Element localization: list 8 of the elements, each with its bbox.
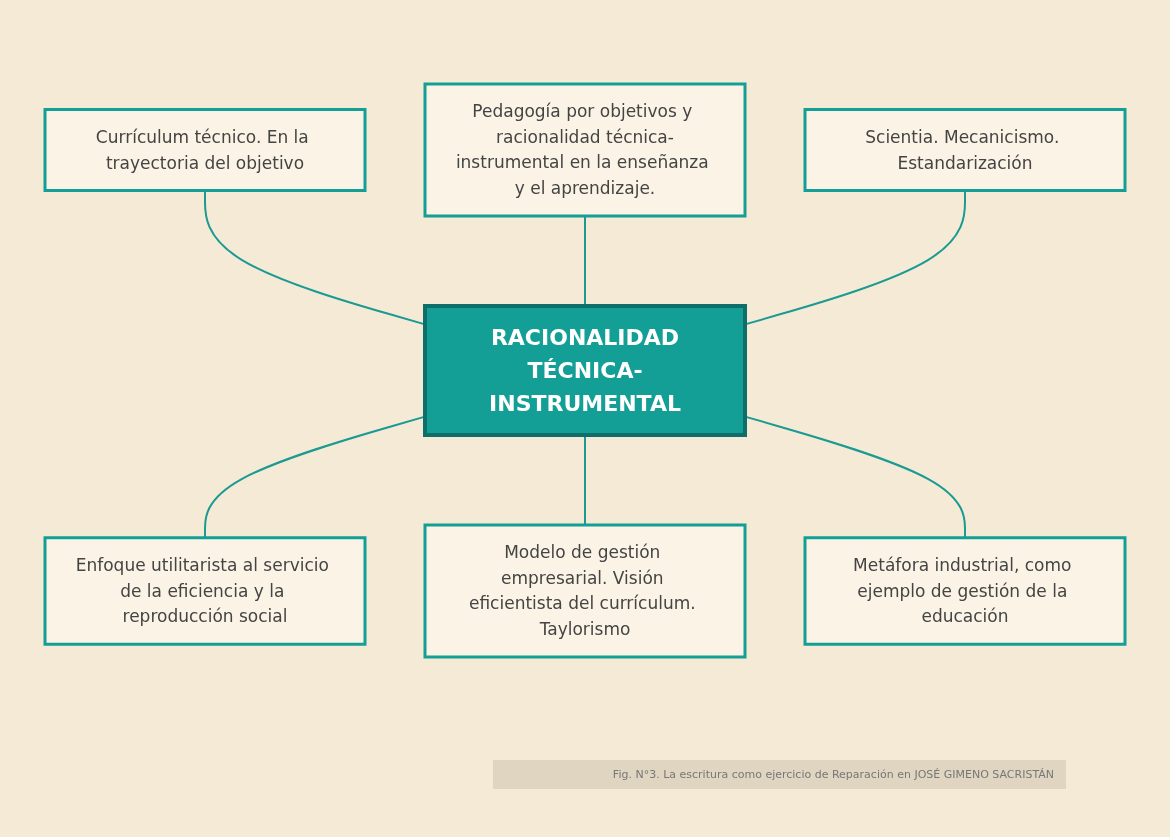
node-box: Metáfora industrial, como ejemplo de gestión de la educación: [803, 535, 1127, 646]
node-box: Pedagogía por objetivos y racionalidad técnica-instrumental en la enseñanza y el aprendizaje.: [423, 82, 747, 217]
figure-caption: Fig. N°3. La escritura como ejercicio de Reparación en JOSÉ GIMENO SACRISTÁN: [493, 760, 1066, 789]
node-box: Currículum técnico. En la trayectoria del objetivo: [43, 107, 367, 192]
node-box: Enfoque utilitarista al servicio de la eficiencia y la reproducción social: [43, 535, 367, 646]
node-box: RACIONALIDAD TÉCNICA-INSTRUMENTAL: [423, 303, 747, 437]
node-box: Modelo de gestión empresarial. Visión eficientista del currículum. Taylorismo: [423, 523, 747, 658]
node-box: Scientia. Mecanicismo. Estandarización: [803, 107, 1127, 192]
